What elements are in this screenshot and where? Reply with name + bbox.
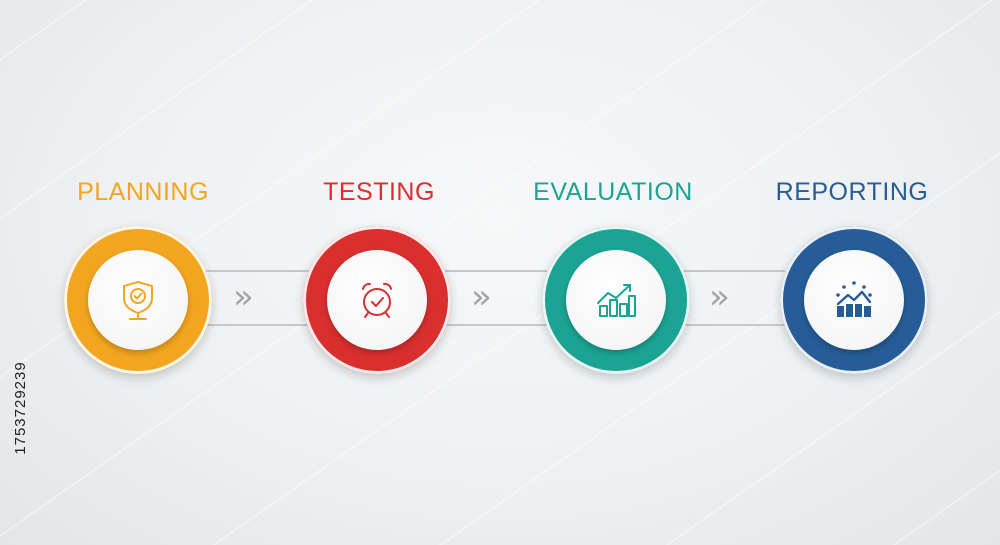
step-label-reporting: REPORTING [775,178,929,206]
chevrons-icon: » [471,277,492,317]
connector-line [205,270,309,272]
step-label-evaluation: EVALUATION [533,178,693,206]
step-testing [303,226,451,374]
connector-2: » [443,270,547,326]
step-inner-circle [327,250,427,350]
report-dashboard-icon [836,281,872,317]
connector-line [205,324,309,326]
step-planning [64,226,212,374]
shield-check-icon [123,281,153,320]
step-evaluation [542,226,690,374]
bar-chart-trend-icon [597,284,636,317]
connector-line [683,324,785,326]
connector-1: » [205,270,309,326]
alarm-clock-check-icon [362,282,392,318]
step-label-planning: PLANNING [77,178,209,206]
step-inner-circle [566,250,666,350]
connector-3: » [683,270,785,326]
step-inner-circle [804,250,904,350]
chevrons-icon: » [709,277,730,317]
connector-line [443,270,547,272]
chevrons-icon: » [233,277,254,317]
step-inner-circle [88,250,188,350]
step-label-testing: TESTING [323,178,435,206]
stock-id: 1753729239 [12,361,29,455]
connector-line [683,270,785,272]
connector-line [443,324,547,326]
step-reporting [780,226,928,374]
